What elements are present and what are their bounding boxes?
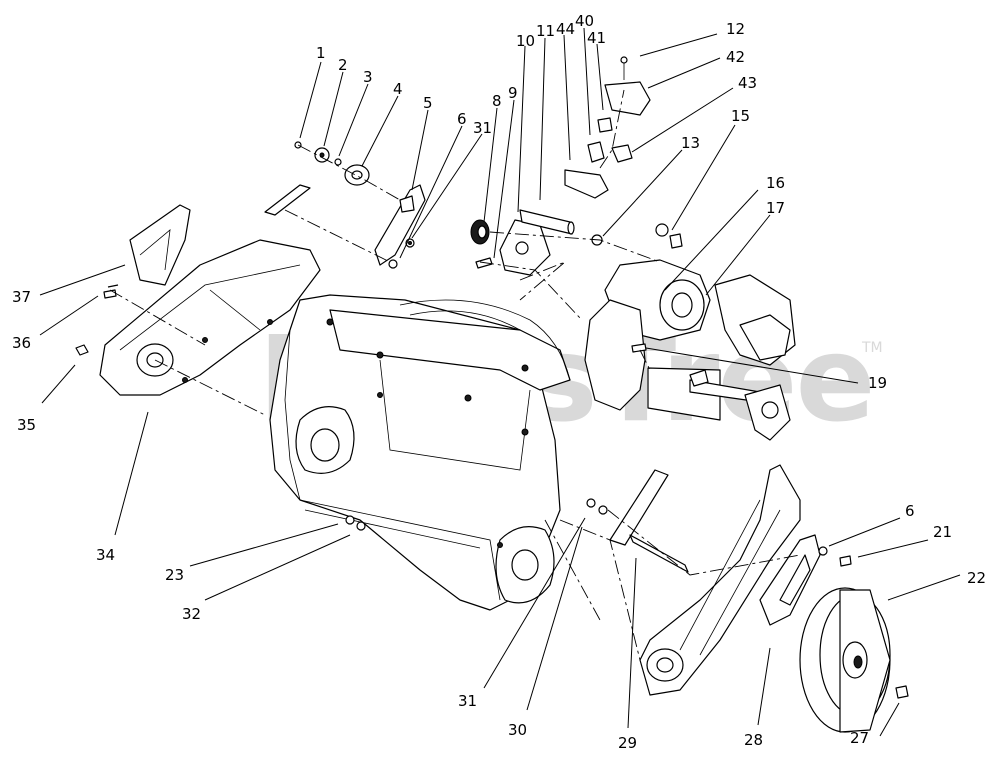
leader-lines (39, 27, 961, 737)
assembly-centerlines (109, 89, 801, 661)
callout-36: 36 (12, 334, 31, 352)
callout-3: 3 (363, 68, 373, 86)
callout-12: 12 (726, 20, 745, 38)
callout-labels: 1 2 3 4 5 6 31 8 9 10 11 44 40 41 12 42 … (12, 12, 986, 752)
callout-15: 15 (731, 107, 750, 125)
callout-21: 21 (933, 523, 952, 541)
right-side-plate (639, 464, 801, 696)
callout-19: 19 (868, 374, 887, 392)
callout-37: 37 (12, 288, 31, 306)
callout-41: 41 (587, 29, 606, 47)
callout-34: 34 (96, 546, 115, 564)
scraper-bar (586, 469, 689, 573)
callout-5: 5 (423, 94, 433, 112)
callout-32: 32 (182, 605, 201, 623)
small-hardware-23-32 (345, 515, 366, 531)
left-belt-cover (99, 239, 321, 396)
callout-29: 29 (618, 734, 637, 752)
callout-31-upper: 31 (473, 119, 492, 137)
wheel (799, 546, 909, 733)
shaft-and-flange (647, 367, 791, 441)
callout-42: 42 (726, 48, 745, 66)
gear-assembly (470, 209, 603, 276)
callout-16: 16 (766, 174, 785, 192)
wheel-bracket (759, 534, 821, 626)
chute-control-parts (564, 56, 651, 199)
callout-22: 22 (967, 569, 986, 587)
callout-13: 13 (681, 134, 700, 152)
callout-8: 8 (492, 92, 502, 110)
callout-10: 10 (516, 32, 535, 50)
upper-left-parts (264, 141, 426, 269)
callout-6-upper: 6 (457, 110, 467, 128)
callout-31-lower: 31 (458, 692, 477, 710)
callout-9: 9 (508, 84, 518, 102)
callout-1: 1 (316, 44, 326, 62)
callout-2: 2 (338, 56, 348, 74)
callout-11: 11 (536, 22, 555, 40)
main-housing (269, 294, 571, 611)
callout-43: 43 (738, 74, 757, 92)
motor-assembly (584, 223, 796, 411)
callout-30: 30 (508, 721, 527, 739)
callout-27: 27 (850, 729, 869, 747)
callout-28: 28 (744, 731, 763, 749)
callout-6-lower: 6 (905, 502, 915, 520)
callout-35: 35 (17, 416, 36, 434)
callout-40: 40 (575, 12, 594, 30)
watermark-trademark: TM (861, 340, 883, 356)
callout-4: 4 (393, 80, 403, 98)
callout-44: 44 (556, 20, 575, 38)
callout-17: 17 (766, 199, 785, 217)
callout-23: 23 (165, 566, 184, 584)
left-bracket-37 (129, 204, 191, 286)
